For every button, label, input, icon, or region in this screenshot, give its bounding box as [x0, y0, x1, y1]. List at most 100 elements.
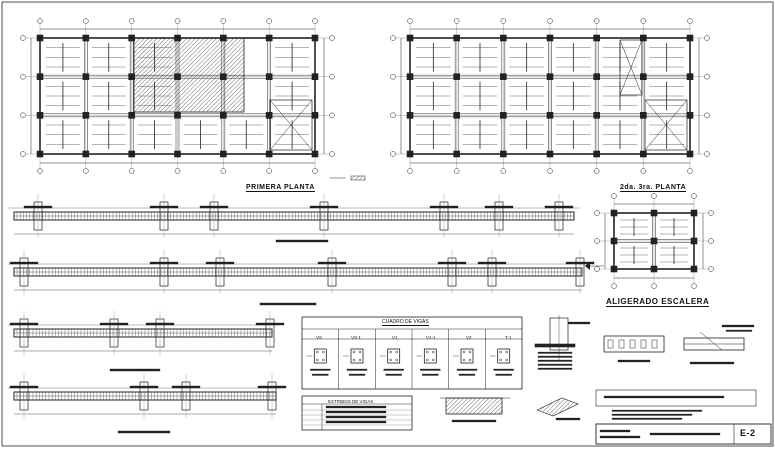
beam-section-bar — [322, 358, 325, 362]
second-floor-plan-grid-bubble-right — [704, 73, 710, 80]
first-floor-plan-grid-bubble-right — [329, 73, 335, 80]
second-floor-plan-column — [593, 34, 600, 42]
slab-section-caption — [451, 419, 497, 423]
wall-detail-callout — [567, 321, 591, 325]
beam-section-bar — [358, 350, 362, 354]
second-floor-plan-grid-bubble-top — [593, 18, 600, 24]
beam-section-bar — [468, 358, 472, 362]
beam-section-bar — [499, 350, 502, 354]
second-floor-plan-column — [406, 112, 414, 119]
second-floor-plan-column — [686, 34, 694, 42]
second-floor-plan-column — [453, 150, 460, 158]
first-floor-plan-grid-bubble-bottom — [174, 168, 181, 174]
general-notes-text — [611, 413, 693, 416]
beam-section-bar — [505, 358, 508, 362]
second-floor-plan-column — [593, 150, 600, 158]
beam-elevation-2-top-bar — [477, 261, 507, 265]
second-floor-plan-column — [686, 112, 694, 119]
beam-elevation-4-caption-bar — [117, 430, 171, 434]
beam-section-note — [420, 368, 441, 371]
second-floor-plan-column — [546, 73, 554, 80]
first-floor-plan-column — [174, 73, 181, 80]
first-floor-plan-column — [36, 150, 44, 158]
beam-elevation-2-caption-bar — [259, 302, 317, 306]
first-floor-plan-grid-bubble-left — [20, 35, 26, 41]
joist-detail-note — [725, 329, 753, 332]
first-floor-plan-column — [82, 34, 90, 42]
beam-section — [313, 348, 327, 364]
first-floor-plan-grid-bubble-left — [20, 73, 26, 80]
beam-section-bar — [462, 358, 466, 362]
sheet-number: E-2 — [740, 428, 756, 438]
beam-elevation-1-top-bar — [429, 205, 459, 209]
beam-section-bar — [426, 358, 429, 362]
first-floor-plan-grid-bubble-bottom — [266, 168, 272, 174]
second-floor-plan-grid-bubble-top — [453, 18, 460, 24]
wall-detail-note — [537, 351, 573, 354]
beam-elevation-4-top-bar — [257, 385, 287, 389]
beam-elevation-1-top-bar — [309, 205, 339, 209]
second-floor-plan-grid-bubble-top — [687, 18, 693, 24]
general-notes-box — [595, 389, 757, 407]
first-floor-plan-grid-bubble-bottom — [128, 168, 135, 174]
beam-elevation-3-top-bar — [9, 322, 39, 326]
stair-slab-title: ALIGERADO ESCALERA — [606, 297, 710, 307]
first-floor-plan-column — [128, 34, 135, 42]
footing-rebar — [607, 339, 614, 349]
second-floor-plan-column — [406, 34, 414, 42]
second-floor-stair-box — [644, 99, 688, 151]
beam-elevation-3-caption-bar — [109, 368, 161, 372]
beam-section-note — [422, 373, 439, 376]
second-floor-plan-column — [406, 73, 414, 80]
first-floor-plan-grid-bubble-bottom — [312, 168, 318, 174]
first-floor-plan-column — [265, 34, 273, 42]
second-floor-plan-column — [686, 150, 694, 158]
beam-col-label-2: V1 — [392, 335, 398, 340]
stair-slab-plan-grid-bubble-bottom — [691, 283, 697, 289]
title-block-field — [649, 432, 721, 436]
beam-elevation-2-top-bar — [149, 261, 179, 265]
stair-iso-detail — [536, 397, 579, 417]
beam-section — [497, 348, 511, 364]
beam-elevation-4-top-bar — [9, 385, 39, 389]
beam-col-label-5: T-1 — [505, 335, 512, 340]
second-floor-plan-column — [500, 34, 507, 42]
first-floor-plan-column — [128, 150, 135, 158]
second-floor-plan-grid-bubble-bottom — [407, 168, 413, 174]
beam-section-bar — [322, 350, 325, 354]
beam-elevation-3-top-bar — [99, 322, 129, 326]
beam-elevation-1-caption-bar — [275, 239, 329, 243]
first-floor-plan-column — [174, 112, 181, 119]
first-floor-plan-column — [36, 73, 44, 80]
second-floor-plan-column — [453, 112, 460, 119]
footing-rebar — [629, 339, 636, 349]
beam-section-note — [456, 368, 478, 371]
stair-slab-plan-column — [650, 265, 658, 273]
stair-slab-plan-column — [610, 209, 618, 217]
first-floor-plan-column — [128, 112, 135, 119]
beam-col-label-1: VS-1 — [351, 335, 362, 340]
stair-slab-plan-column — [650, 237, 658, 245]
stirrups-table-entry — [325, 415, 387, 419]
beam-elevation-1 — [8, 194, 580, 238]
beam-elevation-1-top-bar — [484, 205, 514, 209]
second-floor-plan-column — [640, 73, 647, 80]
second-floor-plan-column — [546, 150, 554, 158]
second-floor-plan-column — [406, 150, 414, 158]
beam-elevation-1-top-bar — [544, 205, 574, 209]
joist-detail-note — [721, 324, 755, 328]
general-notes-line — [603, 395, 725, 399]
first-floor-plan-column — [174, 150, 181, 158]
first-floor-plan-column — [82, 112, 90, 119]
stair-slab-plan-column — [690, 265, 698, 273]
stair-slab-plan-column — [610, 237, 618, 245]
second-floor-plan-grid-bubble-bottom — [500, 168, 507, 174]
second-floor-plan-column — [686, 73, 694, 80]
first-floor-plan-column — [311, 73, 319, 80]
beam-col-label-3: V1-1 — [426, 335, 436, 340]
second-floor-plan-grid-bubble-bottom — [687, 168, 693, 174]
first-floor-plan-column — [174, 34, 181, 42]
title-block-field — [599, 435, 641, 439]
